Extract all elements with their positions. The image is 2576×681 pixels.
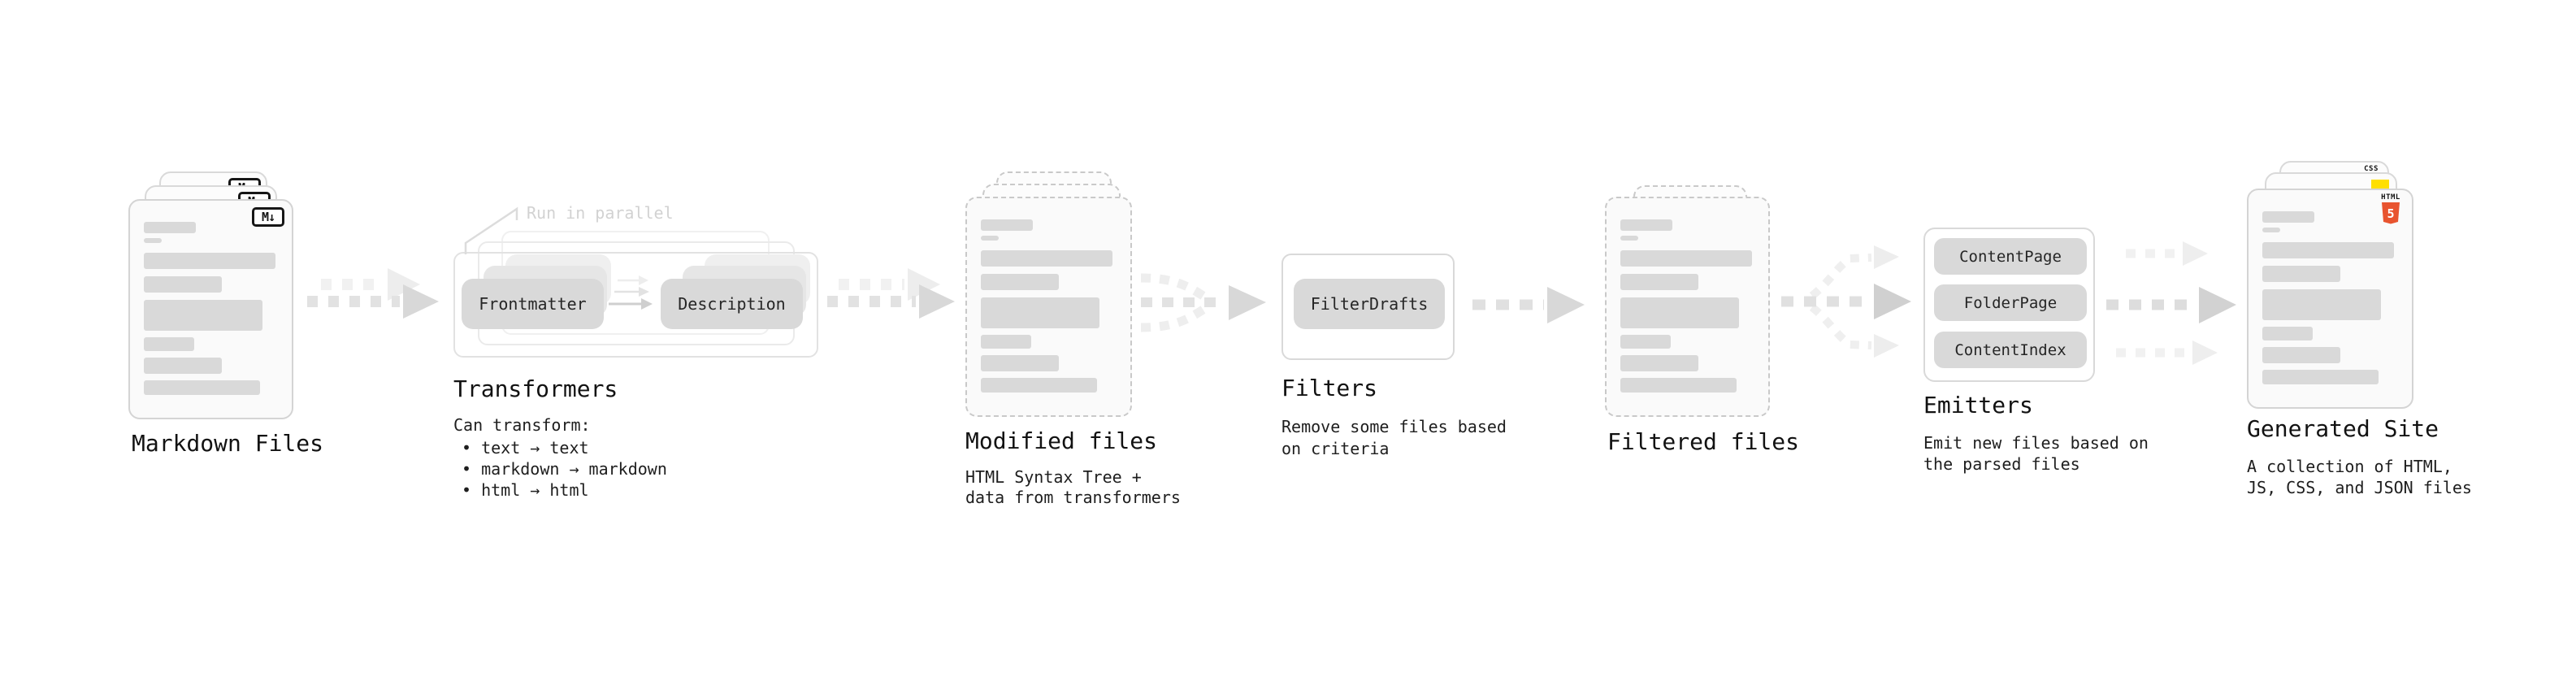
transformers-bullet: • markdown → markdown bbox=[462, 459, 667, 479]
skeleton-line bbox=[144, 337, 194, 351]
skeleton-line bbox=[144, 358, 222, 374]
stage-label-filters: Filters bbox=[1281, 375, 1378, 401]
folderpage-pill: FolderPage bbox=[1934, 284, 2087, 321]
filters-desc: on criteria bbox=[1281, 439, 1390, 458]
skeleton-line bbox=[981, 297, 1099, 328]
modified-desc: data from transformers bbox=[965, 488, 1181, 507]
skeleton-line bbox=[2262, 327, 2313, 340]
skeleton-line bbox=[144, 238, 162, 243]
file-skeleton bbox=[130, 201, 292, 395]
stage-label-modified: Modified files bbox=[965, 427, 1158, 454]
skeleton-line bbox=[144, 276, 222, 293]
arrow-filters-to-filtered bbox=[1472, 287, 1585, 323]
contentindex-pill: ContentIndex bbox=[1934, 332, 2087, 368]
modified-file-card-front bbox=[965, 197, 1132, 417]
arrow-modified-to-filters-converge bbox=[1140, 273, 1266, 332]
css-badge-text: CSS bbox=[2364, 165, 2379, 173]
skeleton-line bbox=[2262, 228, 2280, 232]
transformers-bullet: • html → html bbox=[462, 480, 589, 500]
filterdrafts-pill: FilterDrafts bbox=[1294, 279, 1445, 329]
skeleton-line bbox=[981, 236, 999, 241]
skeleton-line bbox=[2262, 242, 2394, 258]
skeleton-line bbox=[1620, 297, 1739, 328]
markdown-file-card-front: M↓ bbox=[128, 199, 293, 419]
generated-file-card-front: HTML 5 bbox=[2247, 189, 2413, 409]
stage-label-generated: Generated Site bbox=[2247, 415, 2439, 442]
transformers-bullet: • text → text bbox=[462, 438, 589, 458]
generated-desc: JS, CSS, and JSON files bbox=[2247, 478, 2472, 497]
arrow-transformers-to-modified bbox=[827, 268, 955, 319]
skeleton-line bbox=[2262, 370, 2379, 384]
stage-label-emitters: Emitters bbox=[1923, 392, 2033, 419]
stage-label-markdown: Markdown Files bbox=[132, 430, 324, 457]
emitters-desc: Emit new files based on bbox=[1923, 433, 2149, 453]
skeleton-line bbox=[1620, 250, 1752, 267]
skeleton-line bbox=[144, 380, 260, 395]
skeleton-line bbox=[981, 378, 1097, 393]
skeleton-line bbox=[981, 219, 1033, 231]
markdown-icon: M↓ bbox=[252, 207, 284, 227]
skeleton-line bbox=[1620, 236, 1638, 241]
skeleton-line bbox=[981, 355, 1059, 371]
file-skeleton bbox=[967, 198, 1130, 393]
skeleton-line bbox=[981, 250, 1112, 267]
skeleton-line bbox=[1620, 355, 1698, 371]
arrow-filtered-to-emitters-fanout bbox=[1781, 245, 1911, 358]
html5-shield: 5 bbox=[2382, 202, 2400, 224]
skeleton-line bbox=[144, 253, 275, 269]
transformers-desc-title: Can transform: bbox=[453, 415, 591, 435]
contentpage-pill: ContentPage bbox=[1934, 238, 2087, 275]
skeleton-line bbox=[144, 222, 196, 233]
skeleton-line bbox=[1620, 219, 1672, 231]
run-in-parallel-label: Run in parallel bbox=[527, 203, 674, 223]
skeleton-line bbox=[981, 335, 1031, 349]
file-skeleton bbox=[2249, 190, 2412, 384]
generated-desc: A collection of HTML, bbox=[2247, 457, 2452, 476]
description-pill: Description bbox=[661, 279, 803, 329]
skeleton-line bbox=[1620, 378, 1737, 393]
filtered-file-card-front bbox=[1605, 197, 1770, 417]
skeleton-line bbox=[2262, 211, 2314, 223]
html5-icon: HTML 5 bbox=[2380, 194, 2401, 224]
svg-text:5: 5 bbox=[2387, 206, 2394, 221]
js-icon bbox=[2371, 180, 2389, 190]
skeleton-line bbox=[2262, 289, 2381, 320]
transformer-box-front bbox=[453, 252, 818, 358]
arrow-emitters-to-generated-rows bbox=[2106, 241, 2236, 365]
skeleton-line bbox=[144, 300, 262, 331]
skeleton-line bbox=[981, 274, 1059, 290]
skeleton-line bbox=[2262, 347, 2340, 363]
html5-badge-text: HTML bbox=[2381, 193, 2400, 202]
stage-label-transformers: Transformers bbox=[453, 375, 618, 402]
skeleton-line bbox=[2262, 266, 2340, 282]
emitters-desc: the parsed files bbox=[1923, 454, 2080, 474]
arrow-markdown-to-transformers bbox=[307, 268, 439, 319]
filters-desc: Remove some files based bbox=[1281, 417, 1507, 436]
file-skeleton bbox=[1607, 198, 1768, 393]
skeleton-line bbox=[1620, 335, 1671, 349]
frontmatter-pill: Frontmatter bbox=[462, 279, 604, 329]
modified-desc: HTML Syntax Tree + bbox=[965, 467, 1142, 487]
stage-label-filtered: Filtered files bbox=[1607, 428, 1800, 455]
skeleton-line bbox=[1620, 274, 1698, 290]
